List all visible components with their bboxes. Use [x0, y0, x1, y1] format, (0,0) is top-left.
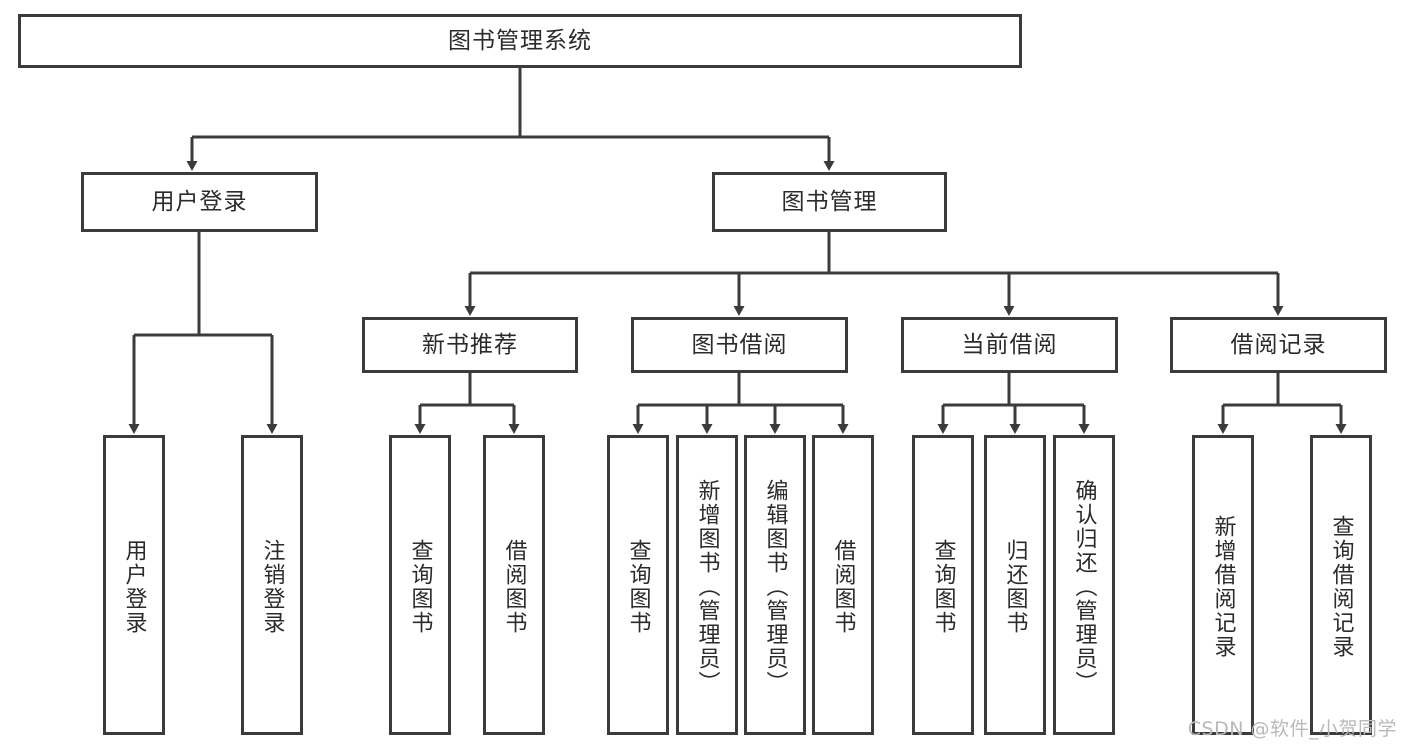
- node-root[interactable]: 图书管理系统: [18, 14, 1022, 68]
- leaf-borrow-add-book-admin[interactable]: 新增图书（管理员）: [676, 435, 738, 735]
- node-new-book-recommend[interactable]: 新书推荐: [362, 317, 578, 373]
- leaf-current-query-book[interactable]: 查询图书: [912, 435, 974, 735]
- leaf-recommend-query-book-label: 查询图书: [407, 539, 433, 635]
- leaf-borrow-query-book-label: 查询图书: [625, 539, 651, 635]
- leaf-borrow-edit-book-admin[interactable]: 编辑图书（管理员）: [744, 435, 806, 735]
- node-user-login-label: 用户登录: [151, 188, 248, 215]
- leaf-record-query-record-label: 查询借阅记录: [1328, 515, 1354, 659]
- leaf-record-query-record[interactable]: 查询借阅记录: [1310, 435, 1372, 735]
- node-book-borrow-label: 图书借阅: [691, 331, 788, 358]
- leaf-borrow-edit-book-admin-label: 编辑图书（管理员）: [762, 479, 788, 695]
- node-borrow-record-label: 借阅记录: [1230, 331, 1327, 358]
- leaf-record-add-record-label: 新增借阅记录: [1210, 515, 1236, 659]
- node-book-management-label: 图书管理: [781, 188, 878, 215]
- leaf-recommend-query-book[interactable]: 查询图书: [389, 435, 451, 735]
- leaf-borrow-borrow-book-label: 借阅图书: [830, 539, 856, 635]
- leaf-current-return-book[interactable]: 归还图书: [984, 435, 1046, 735]
- node-current-borrow-label: 当前借阅: [961, 331, 1058, 358]
- node-current-borrow[interactable]: 当前借阅: [901, 317, 1118, 373]
- node-book-management[interactable]: 图书管理: [712, 172, 947, 232]
- node-borrow-record[interactable]: 借阅记录: [1170, 317, 1387, 373]
- leaf-current-query-book-label: 查询图书: [930, 539, 956, 635]
- node-user-login[interactable]: 用户登录: [81, 172, 318, 232]
- leaf-current-confirm-return-admin[interactable]: 确认归还（管理员）: [1053, 435, 1115, 735]
- leaf-user-login-label: 用户登录: [121, 539, 147, 635]
- leaf-recommend-borrow-book-label: 借阅图书: [501, 539, 527, 635]
- node-new-book-recommend-label: 新书推荐: [422, 331, 518, 358]
- leaf-recommend-borrow-book[interactable]: 借阅图书: [483, 435, 545, 735]
- leaf-borrow-add-book-admin-label: 新增图书（管理员）: [694, 479, 720, 695]
- leaf-user-login[interactable]: 用户登录: [103, 435, 165, 735]
- node-book-borrow[interactable]: 图书借阅: [631, 317, 848, 373]
- leaf-logout-label: 注销登录: [259, 539, 285, 635]
- leaf-borrow-query-book[interactable]: 查询图书: [607, 435, 669, 735]
- leaf-logout[interactable]: 注销登录: [241, 435, 303, 735]
- leaf-current-confirm-return-admin-label: 确认归还（管理员）: [1071, 479, 1097, 695]
- leaf-borrow-borrow-book[interactable]: 借阅图书: [812, 435, 874, 735]
- leaf-record-add-record[interactable]: 新增借阅记录: [1192, 435, 1254, 735]
- node-root-label: 图书管理系统: [448, 27, 592, 54]
- csdn-watermark: CSDN @软件_小贺同学: [1187, 718, 1397, 740]
- leaf-current-return-book-label: 归还图书: [1002, 539, 1028, 635]
